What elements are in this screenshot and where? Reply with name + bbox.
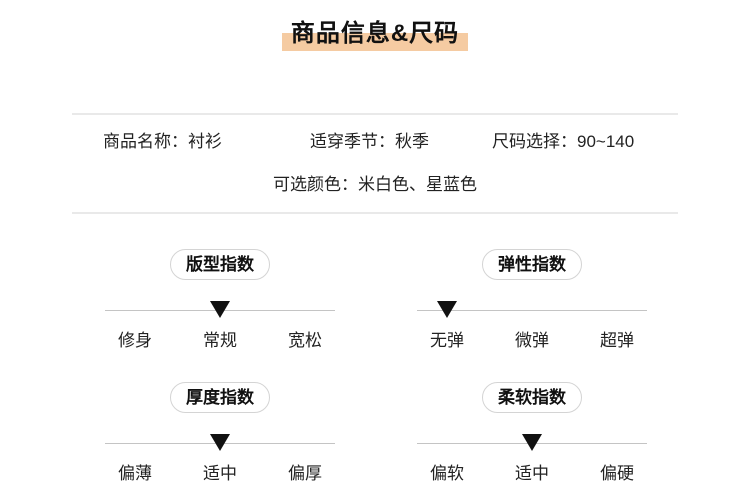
index-cell-elasticity: 弹性指数 无弹 微弹 超弹	[417, 249, 647, 351]
option-label: 偏硬	[600, 464, 634, 483]
index-grid: 版型指数 修身 常规 宽松 弹性指数 无弹 微弹 超弹	[0, 249, 750, 484]
pointer-triangle-icon	[437, 301, 457, 318]
color-options-field: 可选颜色：米白色、星蓝色	[273, 175, 477, 194]
option-label: 宽松	[288, 331, 322, 350]
option-label: 偏薄	[118, 464, 152, 483]
option-label: 常规	[203, 331, 237, 350]
index-cell-fit: 版型指数 修身 常规 宽松	[105, 249, 335, 351]
option-label: 偏厚	[288, 464, 322, 483]
option-label: 修身	[118, 331, 152, 350]
pill-row: 厚度指数	[105, 382, 335, 413]
pill-row: 柔软指数	[417, 382, 647, 413]
softness-indicator	[417, 425, 647, 453]
elasticity-option-labels: 无弹 微弹 超弹	[417, 331, 647, 351]
product-name-field: 商品名称：衬衫	[103, 132, 222, 151]
option-label: 微弹	[515, 331, 549, 350]
thickness-index-pill: 厚度指数	[170, 382, 270, 413]
pill-row: 版型指数	[105, 249, 335, 280]
elasticity-index-pill: 弹性指数	[482, 249, 582, 280]
softness-index-pill: 柔软指数	[482, 382, 582, 413]
option-label: 适中	[203, 464, 237, 483]
pointer-triangle-icon	[522, 434, 542, 451]
option-label: 适中	[515, 464, 549, 483]
size-range-field: 尺码选择：90~140	[492, 132, 635, 151]
info-row: 商品名称：衬衫 适穿季节：秋季 尺码选择：90~140	[0, 132, 750, 152]
pointer-triangle-icon	[210, 434, 230, 451]
fit-index-pill: 版型指数	[170, 249, 270, 280]
pointer-triangle-icon	[210, 301, 230, 318]
season-field: 适穿季节：秋季	[310, 132, 429, 151]
option-label: 偏软	[430, 464, 464, 483]
pill-row: 弹性指数	[417, 249, 647, 280]
thickness-indicator	[105, 425, 335, 453]
thickness-option-labels: 偏薄 适中 偏厚	[105, 464, 335, 484]
option-label: 超弹	[600, 331, 634, 350]
option-label: 无弹	[430, 331, 464, 350]
index-cell-thickness: 厚度指数 偏薄 适中 偏厚	[105, 382, 335, 484]
indicator-line	[417, 310, 647, 311]
divider-top	[72, 113, 678, 115]
page-title: 商品信息&尺码	[281, 21, 469, 51]
softness-option-labels: 偏软 适中 偏硬	[417, 464, 647, 484]
fit-option-labels: 修身 常规 宽松	[105, 331, 335, 351]
divider-bottom	[72, 212, 678, 214]
index-cell-softness: 柔软指数 偏软 适中 偏硬	[417, 382, 647, 484]
fit-indicator	[105, 292, 335, 320]
elasticity-indicator	[417, 292, 647, 320]
section-title-wrap: 商品信息&尺码	[0, 0, 750, 51]
